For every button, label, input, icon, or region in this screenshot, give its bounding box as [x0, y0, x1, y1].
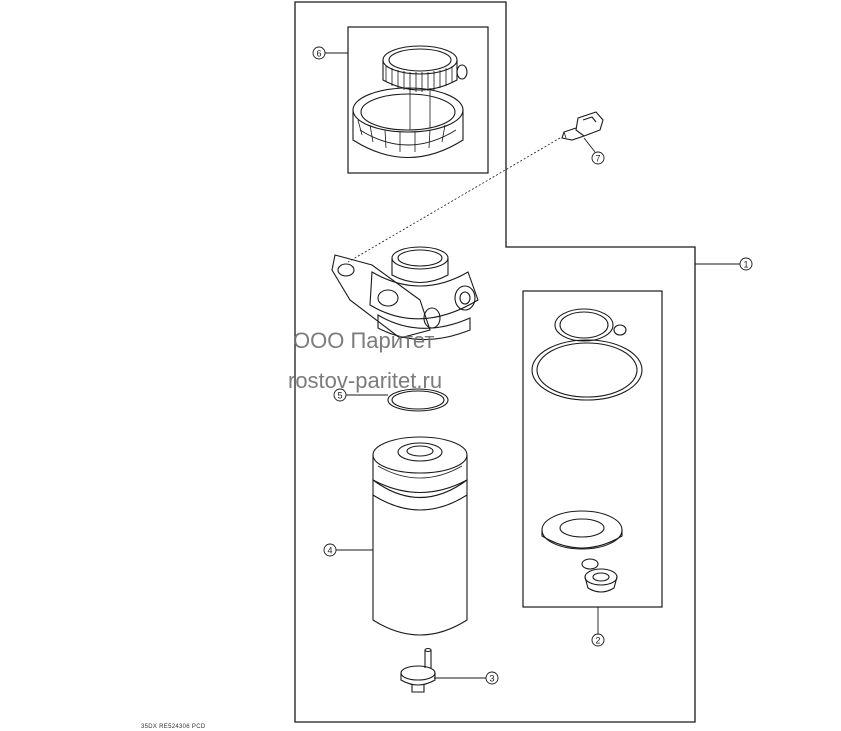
assembly-outline — [294, 1, 696, 723]
part-2-seal-kit — [531, 308, 643, 593]
kit-box-2 — [522, 290, 663, 608]
svg-text:5: 5 — [337, 391, 342, 401]
callout-5: 5 — [333, 388, 388, 402]
part-7-bolt — [561, 111, 604, 141]
callout-3: 3 — [434, 671, 499, 685]
part-4-filter-element — [372, 436, 468, 636]
svg-text:1: 1 — [743, 260, 748, 270]
svg-text:4: 4 — [327, 546, 332, 556]
kit-box-6 — [347, 26, 489, 174]
watermark-company: ООО Паритет — [293, 328, 435, 353]
callout-4: 4 — [323, 543, 373, 557]
part-6-cap-assembly — [352, 45, 468, 159]
drawing-code: 35DX RE524306 PCD — [141, 724, 206, 730]
callout-1: 1 — [695, 257, 753, 271]
bolt-alignment-line — [347, 137, 561, 263]
svg-text:6: 6 — [316, 49, 321, 59]
part-5-o-ring — [387, 388, 449, 412]
svg-text:3: 3 — [489, 674, 494, 684]
svg-text:7: 7 — [595, 154, 600, 164]
part-3-drain-valve — [400, 647, 436, 693]
callout-6: 6 — [312, 46, 348, 60]
callout-7: 7 — [583, 137, 605, 165]
callout-2: 2 — [591, 607, 605, 647]
watermark-url: rostov-paritet.ru — [288, 368, 443, 393]
filter-head — [331, 246, 479, 341]
svg-text:2: 2 — [595, 636, 600, 646]
